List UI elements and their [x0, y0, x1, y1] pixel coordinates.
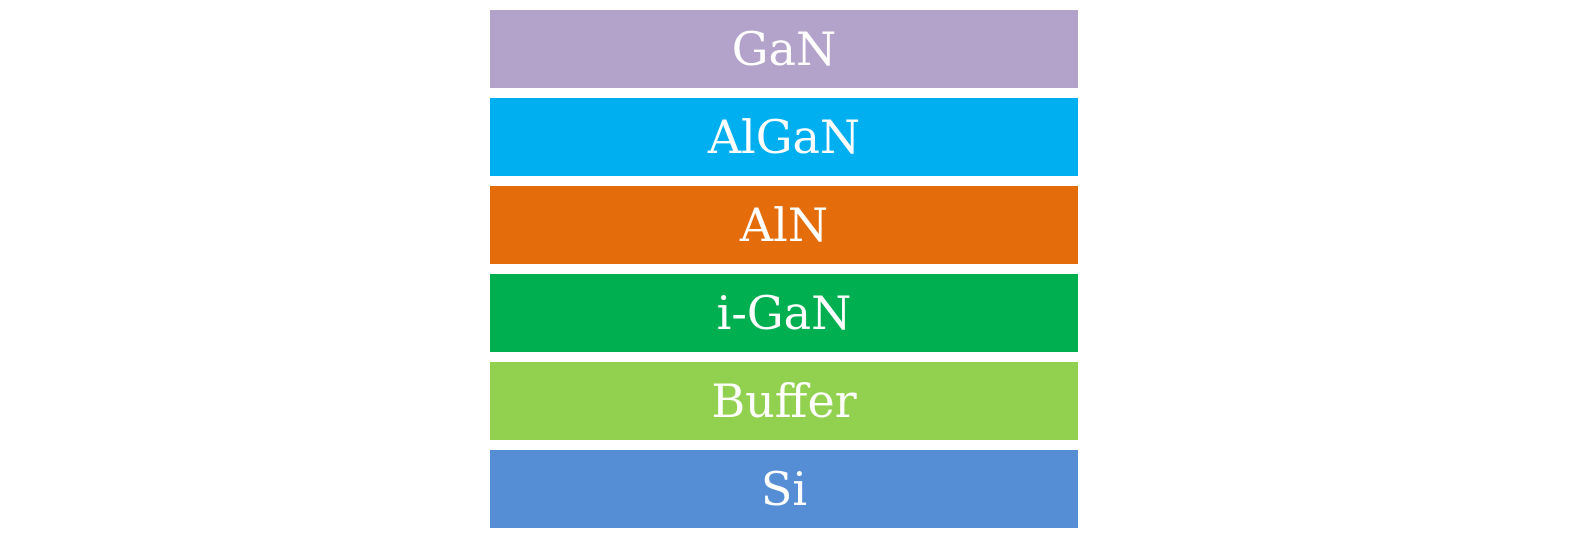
layer-gan: GaN	[490, 10, 1078, 88]
layer-stack-diagram: GaN AlGaN AlN i-GaN Buffer Si	[490, 10, 1078, 528]
layer-si: Si	[490, 450, 1078, 528]
layer-aln: AlN	[490, 186, 1078, 264]
layer-label-aln: AlN	[739, 198, 829, 252]
layer-label-algan: AlGaN	[707, 110, 861, 164]
layer-algan: AlGaN	[490, 98, 1078, 176]
layer-label-gan: GaN	[731, 22, 837, 76]
layer-label-si: Si	[760, 462, 808, 516]
layer-label-buffer: Buffer	[711, 374, 857, 428]
layer-label-i-gan: i-GaN	[716, 286, 852, 340]
layer-i-gan: i-GaN	[490, 274, 1078, 352]
layer-buffer: Buffer	[490, 362, 1078, 440]
